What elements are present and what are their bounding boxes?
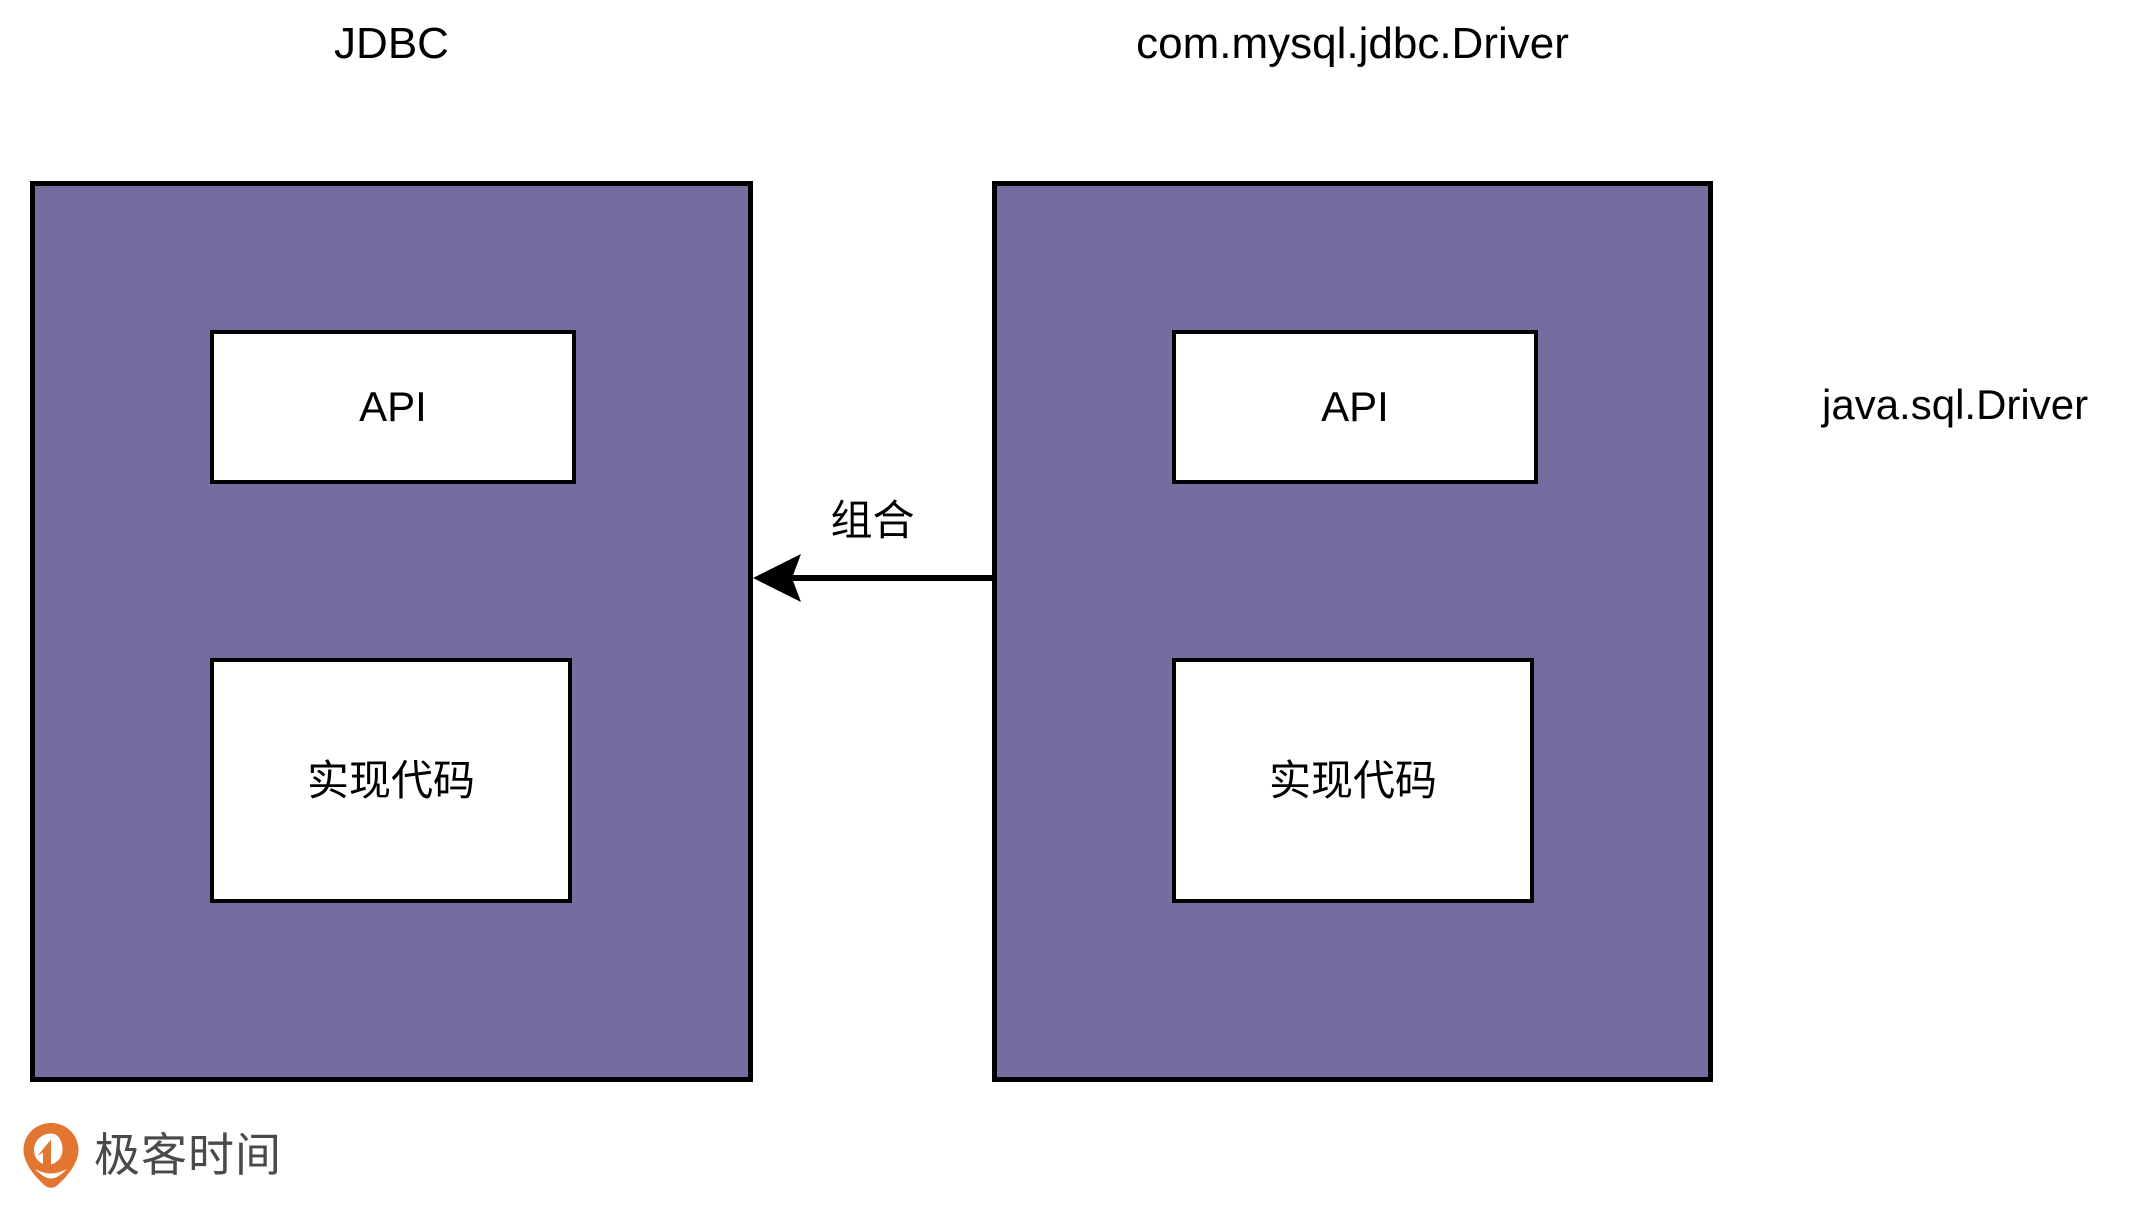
component-title-mysql-driver: com.mysql.jdbc.Driver bbox=[1136, 19, 1569, 68]
geektime-pin-icon bbox=[23, 1123, 79, 1188]
inner-box-label: 实现代码 bbox=[1268, 756, 1437, 804]
component-title-jdbc: JDBC bbox=[334, 19, 449, 68]
inner-box-label: API bbox=[1321, 383, 1389, 430]
brand-watermark: 极客时间 bbox=[22, 1122, 282, 1188]
inner-box-jdbc-implementation: 实现代码 bbox=[210, 658, 572, 903]
inner-box-label: API bbox=[359, 383, 427, 430]
inner-box-mysql-api: API bbox=[1172, 330, 1538, 484]
inner-box-jdbc-api: API bbox=[210, 330, 576, 484]
inner-box-label: 实现代码 bbox=[306, 756, 475, 804]
component-box-mysql-driver: API 实现代码 bbox=[992, 181, 1713, 1082]
arrow-left-icon bbox=[753, 554, 992, 602]
inner-box-mysql-implementation: 实现代码 bbox=[1172, 658, 1534, 903]
annotation-java-sql-driver: java.sql.Driver bbox=[1822, 381, 2089, 428]
composition-arrow-label: 组合 bbox=[830, 496, 915, 545]
component-box-jdbc: API 实现代码 bbox=[30, 181, 753, 1082]
brand-name: 极客时间 bbox=[94, 1128, 282, 1182]
